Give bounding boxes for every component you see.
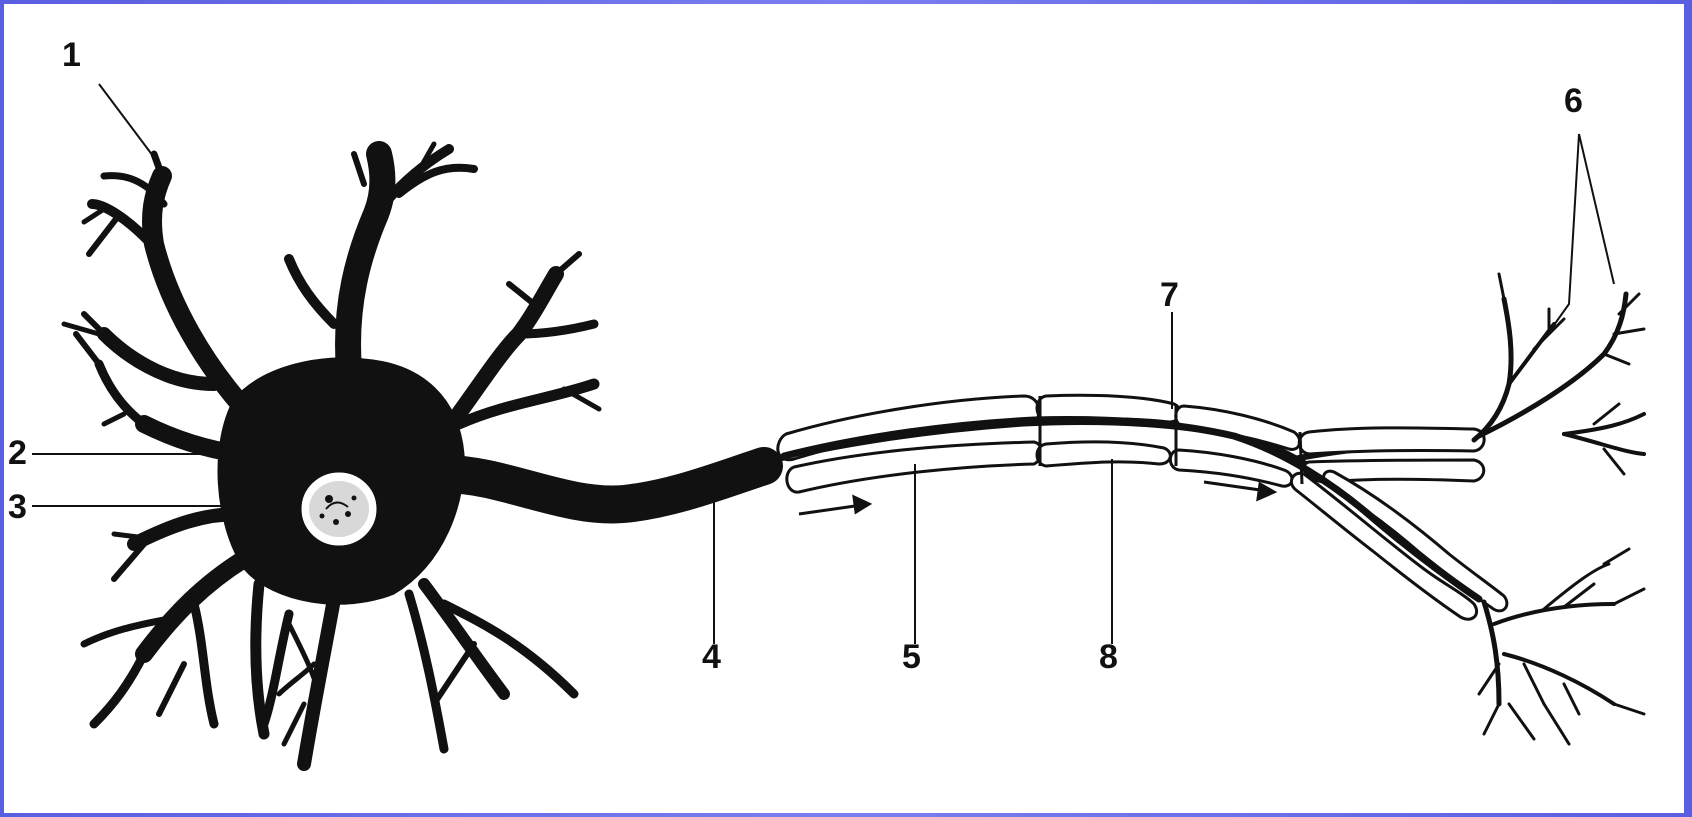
- label-6: 6: [1564, 84, 1583, 118]
- label-2: 2: [8, 436, 27, 470]
- label-7: 7: [1160, 278, 1179, 312]
- impulse-arrows: [799, 482, 1274, 514]
- label-1: 1: [62, 38, 81, 72]
- nucleus: [302, 473, 376, 545]
- label-4: 4: [702, 640, 721, 674]
- diagram-canvas: 1 2 3 4 5 6 7 8: [4, 4, 1684, 813]
- axon-terminals: [1474, 274, 1644, 744]
- label-5: 5: [902, 640, 921, 674]
- myelin-sheath: [778, 395, 1507, 619]
- label-3: 3: [8, 490, 27, 524]
- label-8: 8: [1099, 640, 1118, 674]
- neuron-diagram: [4, 4, 1684, 813]
